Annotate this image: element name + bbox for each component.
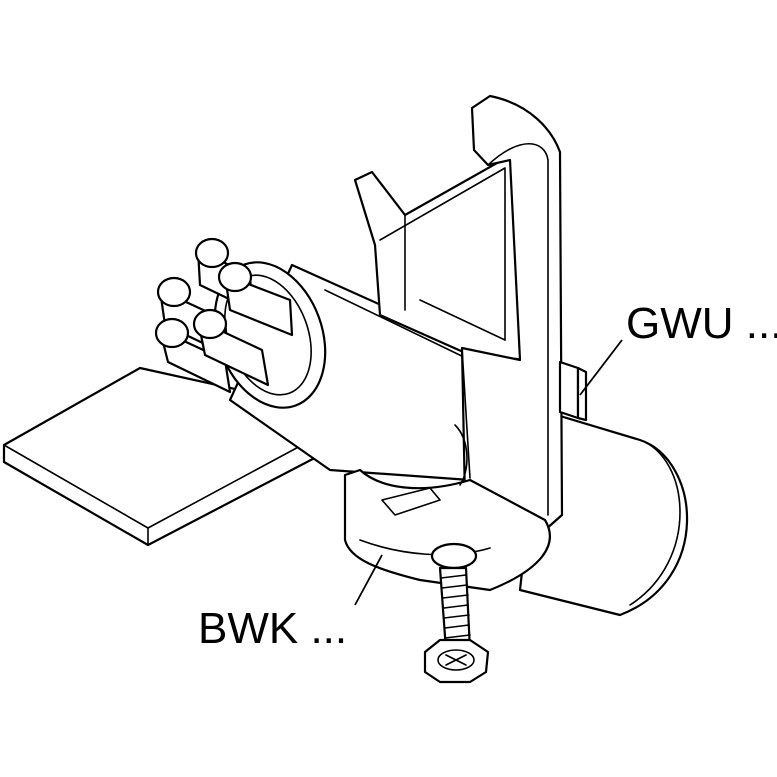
- gwu-callout-label: GWU ...: [626, 299, 777, 348]
- clamp-screw: [430, 542, 478, 652]
- side-tab: [558, 360, 588, 422]
- cable-rod-4: [154, 317, 232, 394]
- hook-bracket: [460, 94, 564, 532]
- hex-nut: [423, 638, 490, 684]
- bwk-leader-line: [354, 554, 383, 606]
- gwu-leader-line: [579, 339, 623, 396]
- cable-rod-5: [192, 308, 270, 387]
- cable-rod-2: [217, 261, 294, 337]
- clamp-saddle: [343, 424, 551, 592]
- bwk-callout-label: BWK ...: [198, 604, 348, 653]
